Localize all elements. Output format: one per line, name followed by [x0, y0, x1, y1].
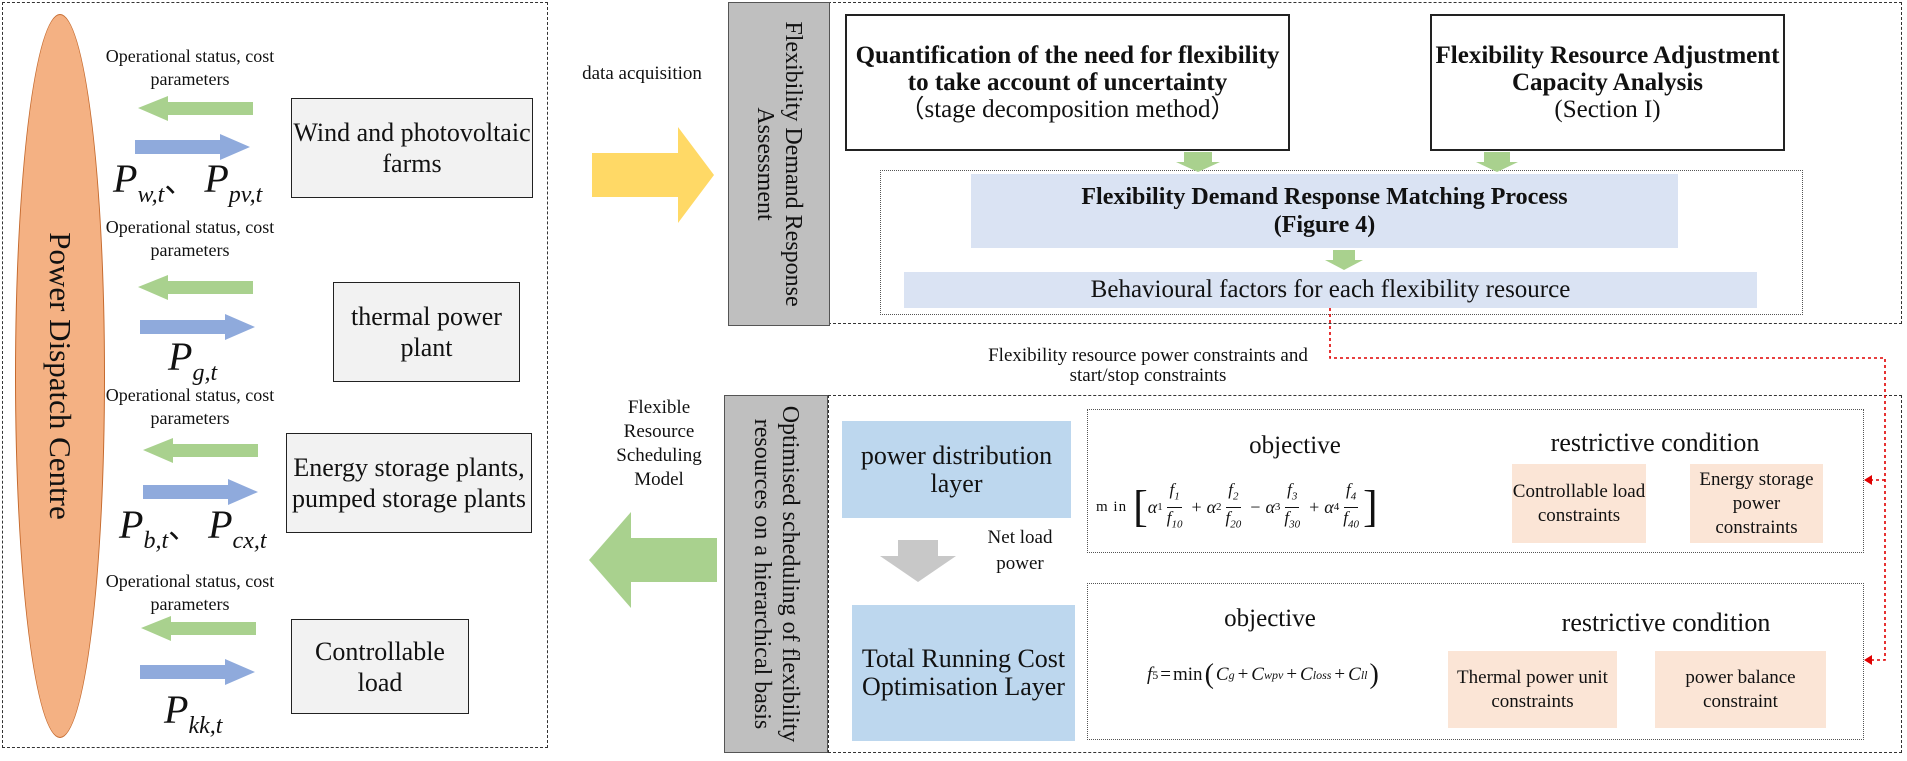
matching-title: Flexibility Demand Response Matching Pro… [1081, 184, 1568, 210]
controllable-load-constraints: Controllable load constraints [1512, 464, 1646, 543]
blue-arrow-1 [135, 134, 250, 160]
red-arrowhead-upper [1864, 475, 1872, 485]
formula-min: m in [1096, 498, 1128, 515]
assessment-arrows [1176, 152, 1518, 270]
quantification-title: Quantification of the need for flexibili… [855, 42, 1280, 96]
capacity-box: Flexibility Resource Adjustment Capacity… [1430, 14, 1785, 151]
down-arrow-matching [1325, 250, 1363, 270]
matching-process-band: Flexibility Demand Response Matching Pro… [971, 174, 1678, 248]
lower-objective-frame [1087, 583, 1864, 740]
dispatch-centre-ellipse: Power Dispatch Centre [15, 14, 105, 738]
quantification-subtitle: （stage decomposition method） [899, 96, 1236, 123]
green-arrow-2 [138, 275, 253, 300]
power-variable-4: Pkk,t [164, 687, 223, 740]
down-arrow-quantification [1176, 152, 1220, 172]
status-label-1: Operational status, cost parameters [105, 46, 275, 89]
assessment-band: Flexibility Demand Response Assessment [728, 2, 830, 326]
blue-arrow-3 [143, 479, 258, 505]
red-dotted-connector [1329, 308, 1886, 661]
matching-frame [880, 170, 1803, 315]
total-cost-layer: Total Running Cost Optimisation Layer [852, 605, 1075, 741]
formula-right-bracket: ] [1362, 482, 1378, 531]
scheduling-return-arrow [589, 512, 717, 608]
yellow-arrow [592, 127, 714, 223]
status-label-3: Operational status, cost parameters [105, 385, 275, 428]
data-acquisition-arrow [592, 127, 714, 223]
lower-restrictive-label: restrictive condition [1561, 608, 1771, 637]
capacity-title: Flexibility Resource Adjustment Capacity… [1435, 42, 1780, 96]
status-label-4: Operational status, cost parameters [105, 571, 275, 614]
green-arrow-1 [138, 96, 253, 121]
green-arrow-3 [143, 438, 258, 463]
net-load-label: Net load power [987, 527, 1053, 574]
data-acquisition-label: data acquisition [582, 63, 702, 84]
upper-objective-label: objective [1249, 432, 1341, 459]
unit-box-thermal: thermal power plant [333, 282, 520, 382]
quantification-box: Quantification of the need for flexibili… [845, 14, 1290, 151]
blue-arrow-2 [140, 314, 255, 340]
behaviour-band: Behavioural factors for each flexibility… [904, 272, 1757, 308]
capacity-subtitle: (Section I) [1554, 96, 1661, 123]
constraints-note: Flexibility resource power constraints a… [988, 345, 1308, 386]
dispatch-panel [2, 2, 548, 748]
scheduling-band: Optimised scheduling of flexibility reso… [724, 395, 828, 753]
blue-arrow-4 [140, 659, 255, 685]
unit-box-wind-pv: Wind and photovoltaic farms [291, 98, 533, 198]
status-label-2: Operational status, cost parameters [105, 217, 275, 260]
scheduling-model-label: Flexible Resource Scheduling Model [616, 397, 702, 490]
green-big-arrow [589, 512, 717, 608]
down-arrow-capacity [1476, 152, 1518, 172]
upper-objective-frame [1087, 409, 1864, 553]
power-variable-1: Pw,t、 Ppv,t [113, 156, 263, 209]
gray-down-arrow [880, 540, 956, 582]
upper-restrictive-label: restrictive condition [1550, 428, 1760, 457]
power-balance-constraint: power balance constraint [1655, 651, 1826, 728]
matching-subtitle: (Figure 4) [1273, 212, 1376, 238]
formula-left-bracket: [ [1133, 482, 1148, 531]
power-variable-3: Pb,t、 Pcx,t [119, 502, 267, 555]
thermal-unit-constraints: Thermal power unit constraints [1448, 651, 1617, 728]
unit-box-energy-storage: Energy storage plants, pumped storage pl… [286, 433, 532, 533]
power-distribution-layer: power distribution layer [842, 421, 1071, 518]
green-arrow-4 [141, 616, 256, 641]
power-variable-2: Pg,t [168, 334, 218, 387]
lower-objective-label: objective [1224, 605, 1316, 632]
unit-box-controllable-load: Controllable load [291, 619, 469, 714]
layer-down-arrow [880, 540, 956, 582]
left-panel-arrows [135, 96, 258, 685]
scheduling-frame [828, 395, 1902, 753]
energy-storage-constraints: Energy storage power constraints [1690, 464, 1823, 543]
red-arrowhead-lower [1864, 655, 1872, 665]
